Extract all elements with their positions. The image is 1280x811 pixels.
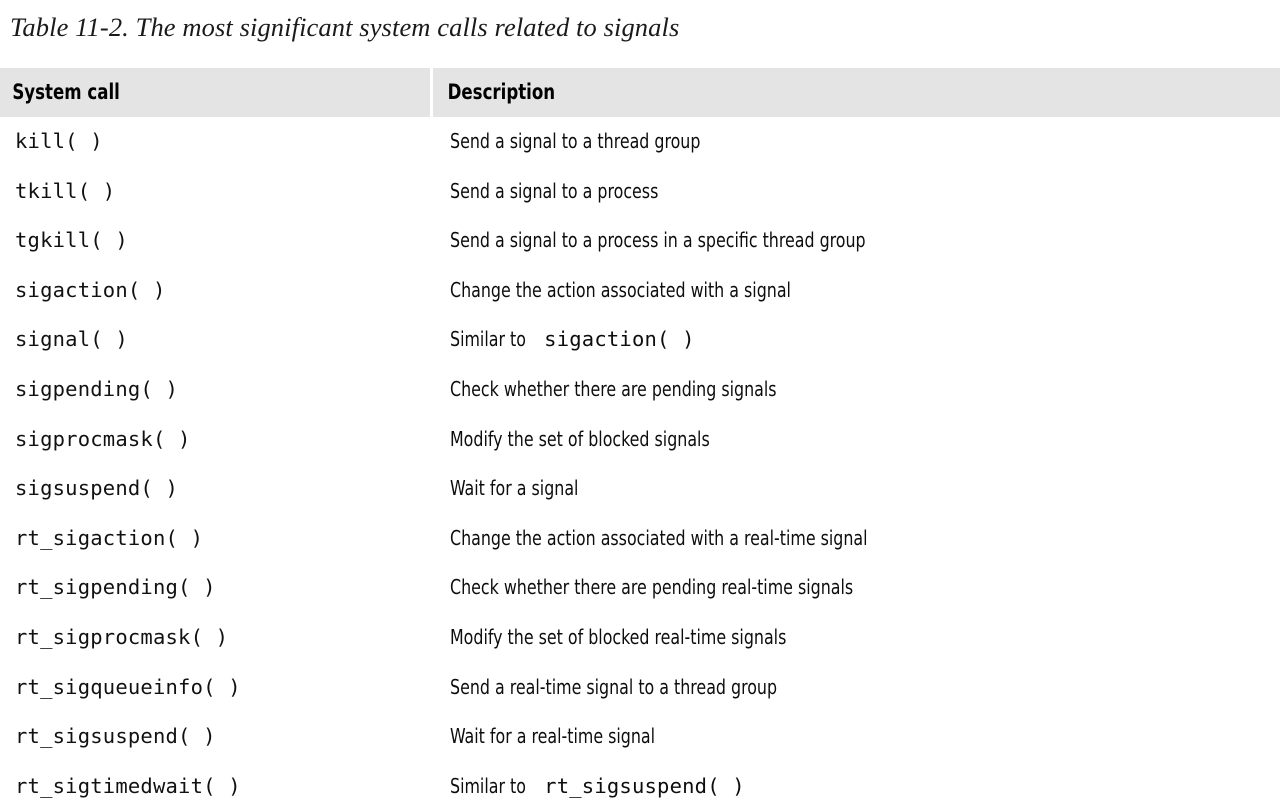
cell-system-call: signal( )	[15, 327, 128, 352]
table-row: rt_sigqueueinfo( ) Send a real-time signa…	[0, 663, 1280, 713]
table-row: sigprocmask( ) Modify the set of blocked …	[0, 415, 1280, 465]
signals-syscalls-table: System call Description kill( ) Send a si…	[0, 68, 1280, 811]
table-header-row: System call Description	[0, 68, 1280, 117]
cell-description: Send a signal to a process in a specific…	[450, 216, 1280, 266]
description-text: Send a signal to a process in a specific…	[450, 228, 866, 253]
description-text: Check whether there are pending signals	[450, 376, 777, 401]
description-text: Similar to	[450, 773, 531, 798]
cell-description: Send a real-time signal to a thread grou…	[450, 663, 1280, 713]
description-text: Send a signal to a process	[450, 178, 659, 203]
cell-description: Check whether there are pending real-tim…	[450, 563, 1280, 613]
cell-description: Modify the set of blocked real-time sign…	[450, 613, 1280, 663]
table-row: rt_sigaction( ) Change the action associa…	[0, 514, 1280, 564]
table-caption: Table 11-2. The most significant system …	[10, 12, 680, 42]
cell-system-call: rt_sigpending( )	[15, 575, 216, 600]
description-code: sigaction( )	[544, 327, 695, 352]
cell-system-call: kill( )	[15, 129, 103, 153]
cell-system-call: sigprocmask( )	[15, 426, 191, 451]
cell-system-call: sigsuspend( )	[15, 476, 179, 501]
cell-system-call: rt_sigprocmask( )	[15, 624, 229, 649]
table-row: sigsuspend( ) Wait for a signal	[0, 464, 1280, 514]
table-row: tgkill( ) Send a signal to a process in a…	[0, 216, 1280, 266]
table-row: rt_sigprocmask( ) Modify the set of block…	[0, 613, 1280, 663]
table-row: rt_sigsuspend( ) Wait for a real-time sig…	[0, 712, 1280, 762]
cell-system-call: rt_sigaction( )	[15, 525, 204, 550]
cell-system-call: tkill( )	[15, 178, 116, 203]
description-text: Modify the set of blocked real-time sign…	[450, 624, 787, 649]
description-text: Change the action associated with a real…	[450, 525, 868, 550]
cell-description: Send a signal to a thread group	[450, 117, 1280, 167]
table-row: signal( ) Similar to sigaction( )	[0, 315, 1280, 365]
table-row: rt_sigtimedwait( ) Similar to rt_sigsuspe…	[0, 762, 1280, 811]
cell-description: Wait for a signal	[450, 464, 1280, 514]
description-text: Wait for a real-time signal	[450, 724, 656, 749]
cell-system-call: rt_sigsuspend( )	[15, 724, 216, 749]
table-row: sigpending( ) Check whether there are pen…	[0, 365, 1280, 415]
table-row: kill( ) Send a signal to a thread group	[0, 117, 1280, 167]
cell-description: Similar to sigaction( )	[450, 315, 1280, 365]
table-row: tkill( ) Send a signal to a process	[0, 167, 1280, 217]
column-header-system-call: System call	[12, 80, 120, 104]
description-text: Check whether there are pending real-tim…	[450, 575, 854, 600]
description-code: rt_sigsuspend( )	[544, 773, 745, 798]
cell-description: Modify the set of blocked signals	[450, 415, 1280, 465]
table-row: rt_sigpending( ) Check whether there are …	[0, 563, 1280, 613]
description-text: Modify the set of blocked signals	[450, 426, 710, 451]
table-body: kill( ) Send a signal to a thread group tk…	[0, 117, 1280, 811]
cell-description: Send a signal to a process	[450, 167, 1280, 217]
column-header-description: Description	[447, 80, 556, 104]
cell-system-call: sigaction( )	[15, 277, 166, 302]
cell-system-call: rt_sigtimedwait( )	[15, 773, 241, 798]
description-text: Similar to	[450, 327, 531, 352]
cell-system-call: sigpending( )	[15, 376, 179, 401]
description-text: Send a signal to a thread group	[450, 129, 701, 153]
description-text: Wait for a signal	[450, 476, 579, 501]
description-text: Send a real-time signal to a thread grou…	[450, 674, 778, 699]
cell-system-call: tgkill( )	[15, 228, 128, 253]
description-text: Change the action associated with a sign…	[450, 277, 791, 302]
table-row: sigaction( ) Change the action associated…	[0, 266, 1280, 316]
cell-system-call: rt_sigqueueinfo( )	[15, 674, 241, 699]
cell-description: Change the action associated with a sign…	[450, 266, 1280, 316]
cell-description: Change the action associated with a real…	[450, 514, 1280, 564]
cell-description: Similar to rt_sigsuspend( )	[450, 762, 1280, 811]
cell-description: Wait for a real-time signal	[450, 712, 1280, 762]
cell-description: Check whether there are pending signals	[450, 365, 1280, 415]
